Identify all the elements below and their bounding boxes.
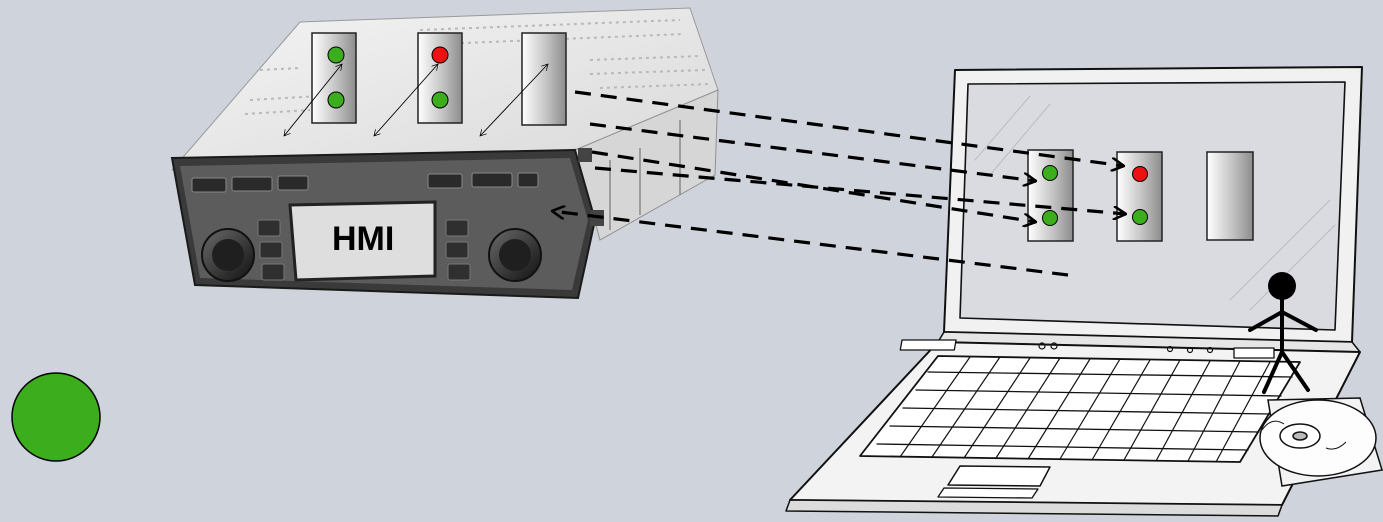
- indicator-light-green: [327, 91, 345, 109]
- indicator-light-green: [431, 91, 449, 109]
- indicator-light-green: [1042, 165, 1058, 181]
- connection-arrow: [552, 211, 1069, 277]
- hmi-screen-label: HMI: [332, 220, 394, 258]
- radio-module-3: [521, 32, 567, 126]
- status-dot-icon: [11, 372, 101, 462]
- laptop-icon: [785, 66, 1363, 517]
- indicator-light-green: [1042, 210, 1058, 226]
- indicator-light-green: [1132, 209, 1148, 225]
- stick-figure-icon: [1248, 272, 1318, 394]
- laptop-module-1: [1027, 149, 1074, 242]
- thin-arrows: [284, 64, 548, 136]
- cd-disc-icon: [1259, 397, 1383, 487]
- radio-module-2: [417, 32, 463, 124]
- connection-arrow: [574, 90, 1124, 166]
- radio-module-1: [311, 32, 357, 124]
- indicator-light-red: [1132, 166, 1148, 182]
- laptop-module-3: [1206, 151, 1254, 241]
- indicator-light-red: [431, 46, 449, 64]
- connection-arrow: [589, 122, 1036, 181]
- indicator-light-green: [327, 46, 345, 64]
- connection-arrow: [594, 166, 1126, 214]
- connection-arrow: [591, 150, 1036, 222]
- dashed-connections: [552, 90, 1126, 277]
